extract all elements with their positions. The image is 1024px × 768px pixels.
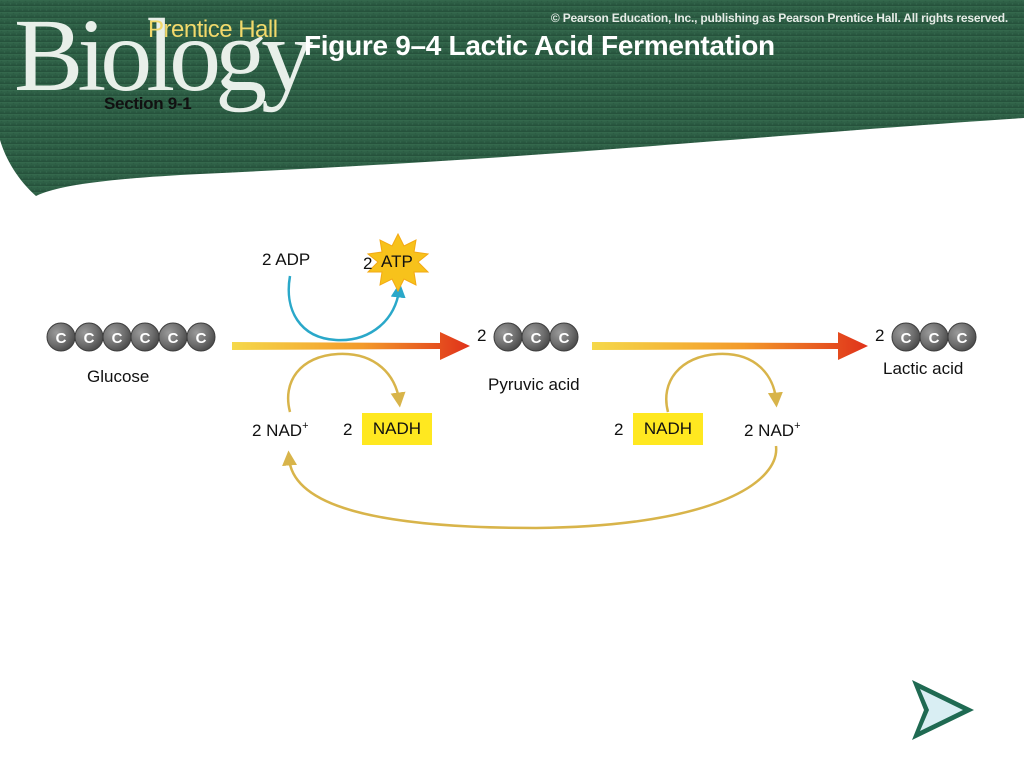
glucose-atom-4: C bbox=[140, 330, 151, 347]
nadh-to-nad-arrow bbox=[665, 352, 783, 413]
reaction-arrow-2 bbox=[592, 332, 868, 360]
next-arrow-icon bbox=[912, 680, 974, 740]
atp-label: ATP bbox=[381, 252, 413, 271]
lactic-acid-label: Lactic acid bbox=[883, 359, 964, 378]
glucose-atom-6: C bbox=[196, 330, 207, 347]
copyright-notice: © Pearson Education, Inc., publishing as… bbox=[550, 11, 1008, 25]
lactic-atom-1: C bbox=[901, 330, 912, 347]
nad-plus-label-2: 2 NAD+ bbox=[744, 420, 801, 440]
atp-coefficient: 2 bbox=[363, 254, 373, 273]
lactic-coefficient: 2 bbox=[875, 326, 885, 345]
lactic-atom-3: C bbox=[957, 330, 968, 347]
header-banner bbox=[0, 0, 1024, 196]
logo-publisher: Prentice Hall bbox=[148, 16, 278, 43]
logo-title: Biology bbox=[14, 0, 313, 113]
nadh-coefficient-2: 2 bbox=[614, 420, 624, 439]
lactic-carbon-chain: C C C bbox=[891, 322, 977, 352]
nad-to-nadh-arrow bbox=[286, 352, 406, 413]
nadh-label-1: NADH bbox=[362, 413, 432, 445]
nadh-coefficient-1: 2 bbox=[343, 420, 353, 439]
section-label: Section 9-1 bbox=[104, 94, 192, 113]
glucose-atom-1: C bbox=[56, 330, 67, 347]
nad-recycle-arrow bbox=[282, 445, 778, 530]
pyruvic-acid-label: Pyruvic acid bbox=[488, 375, 580, 394]
slide-title: Figure 9–4 Lactic Acid Fermentation bbox=[304, 30, 775, 61]
pyruvic-coefficient: 2 bbox=[477, 326, 487, 345]
lactic-atom-2: C bbox=[929, 330, 940, 347]
glucose-carbon-chain: C C C C C C bbox=[46, 322, 216, 352]
pyruvic-atom-1: C bbox=[503, 330, 514, 347]
reaction-arrow-1 bbox=[232, 332, 470, 360]
glucose-atom-5: C bbox=[168, 330, 179, 347]
adp-label: 2 ADP bbox=[262, 250, 311, 269]
adp-to-atp-arrow bbox=[287, 275, 406, 342]
atp-burst-icon bbox=[366, 232, 430, 293]
glucose-atom-3: C bbox=[112, 330, 123, 347]
nadh-label-2: NADH bbox=[633, 413, 703, 445]
pyruvic-atom-3: C bbox=[559, 330, 570, 347]
pyruvic-carbon-chain: C C C bbox=[493, 322, 579, 352]
glucose-atom-2: C bbox=[84, 330, 95, 347]
pyruvic-atom-2: C bbox=[531, 330, 542, 347]
glucose-label: Glucose bbox=[87, 367, 150, 386]
nad-plus-label-1: 2 NAD+ bbox=[252, 420, 309, 440]
next-slide-button[interactable] bbox=[908, 677, 978, 743]
